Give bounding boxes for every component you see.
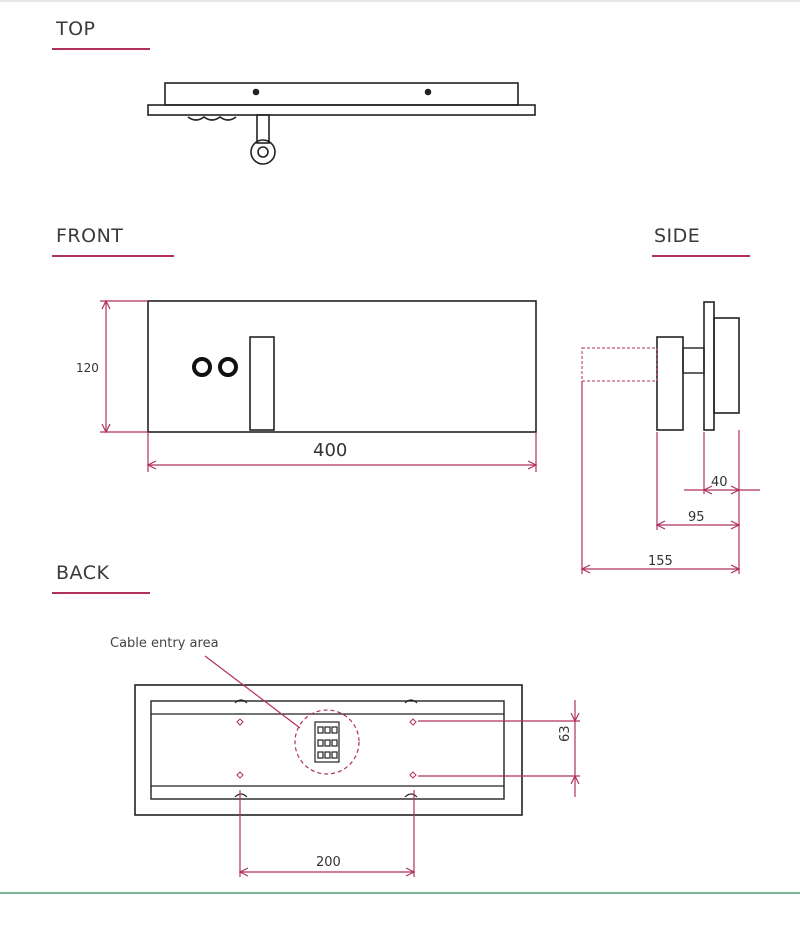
- section-rule-side: [652, 255, 750, 257]
- front-width-dimension: [146, 432, 538, 472]
- top-view: [147, 82, 536, 165]
- top-view-screw-hole: [424, 88, 432, 96]
- side-view-back-plate: [703, 301, 715, 431]
- side-view-lamp-extent: [581, 347, 658, 382]
- back-view-inner: [150, 700, 505, 800]
- back-63-label: 63: [558, 725, 573, 742]
- side-155-label: 155: [648, 554, 673, 569]
- cable-entry-circle: [294, 709, 360, 775]
- top-view-lamp-head: [250, 139, 276, 165]
- cable-entry-leader: [204, 655, 301, 729]
- side-dimensions: [580, 381, 760, 574]
- side-view: [580, 301, 760, 574]
- front-view-knob-right: [218, 357, 238, 377]
- section-label-back: BACK: [56, 562, 110, 584]
- top-view-screw-hole: [252, 88, 260, 96]
- top-view-back-plate: [164, 82, 519, 106]
- front-view-lamp-arm: [249, 336, 275, 431]
- front-view-knob-left: [192, 357, 212, 377]
- back-view: [134, 655, 580, 877]
- top-view-lamp-lens: [257, 146, 269, 158]
- section-rule-back: [52, 592, 150, 594]
- back-view-slots: [234, 699, 418, 798]
- section-rule-front: [52, 255, 174, 257]
- back-view-outer: [134, 684, 523, 816]
- front-view-body: [147, 300, 537, 433]
- back-height-dimension: [418, 700, 580, 797]
- side-95-label: 95: [688, 510, 705, 525]
- top-view-shelf: [147, 104, 536, 116]
- cable-entry-label: Cable entry area: [110, 636, 219, 651]
- front-height-label: 120: [76, 361, 99, 375]
- back-view-markers: [236, 718, 417, 779]
- side-view-joint: [682, 347, 705, 374]
- side-40-label: 40: [711, 475, 728, 490]
- side-view-mount: [713, 317, 740, 414]
- side-view-lamp-arm: [656, 336, 684, 431]
- front-view: [100, 299, 538, 472]
- section-label-side: SIDE: [654, 225, 701, 247]
- top-view-switch-knobs: [187, 116, 237, 121]
- front-height-dimension: [100, 299, 148, 434]
- back-width-dimension: [238, 790, 416, 877]
- section-label-top: TOP: [56, 18, 96, 40]
- top-view-lamp-stem: [256, 114, 270, 144]
- front-width-label: 400: [313, 440, 348, 461]
- section-rule-top: [52, 48, 150, 50]
- cable-terminal-block: [314, 721, 340, 763]
- section-label-front: FRONT: [56, 225, 124, 247]
- back-200-label: 200: [316, 855, 341, 870]
